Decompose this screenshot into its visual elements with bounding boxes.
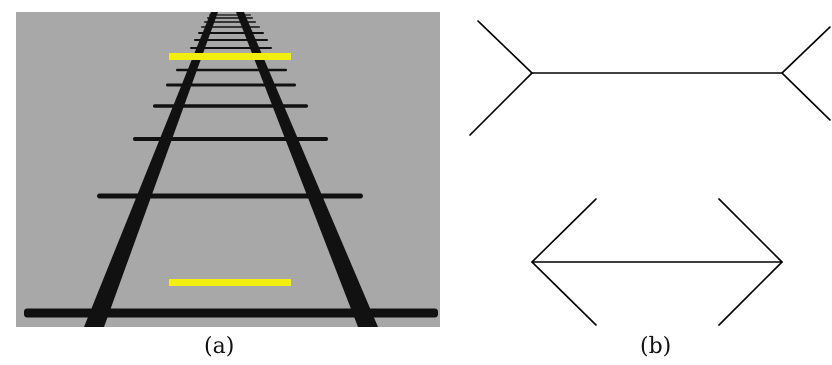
fins-out-left-lower-fin (469, 72, 533, 136)
panel-b-caption: (b) (640, 334, 672, 359)
lower-yellow-bar (169, 279, 291, 286)
fins-in-right-upper-fin (718, 198, 783, 263)
muller-lyer-fins-out-figure (469, 20, 831, 136)
railway-sleeper (153, 104, 308, 108)
railway-sleeper (133, 137, 328, 141)
railway-rails (84, 12, 378, 327)
fins-in-left-lower-fin (531, 261, 597, 326)
fins-in-left-upper-fin (531, 198, 597, 263)
panel-b-muller-lyer-illusion (469, 20, 831, 326)
muller-lyer-fins-in-figure (531, 198, 783, 326)
highlight-bars (169, 53, 291, 286)
upper-yellow-bar (169, 53, 291, 60)
railway-sleeper (24, 308, 438, 318)
panel-a-ponzo-illusion (16, 12, 440, 327)
panel-a-background (16, 12, 440, 327)
fins-in-right-lower-fin (718, 261, 783, 326)
fins-out-left-upper-fin (477, 20, 533, 74)
panel-a-caption: (a) (204, 334, 235, 359)
railway-sleeper (166, 83, 296, 87)
fins-out-right-lower-fin (781, 72, 831, 121)
fins-out-right-upper-fin (781, 26, 831, 74)
railway-sleeper (97, 193, 363, 199)
left-rail (84, 12, 218, 327)
right-rail (236, 12, 378, 327)
